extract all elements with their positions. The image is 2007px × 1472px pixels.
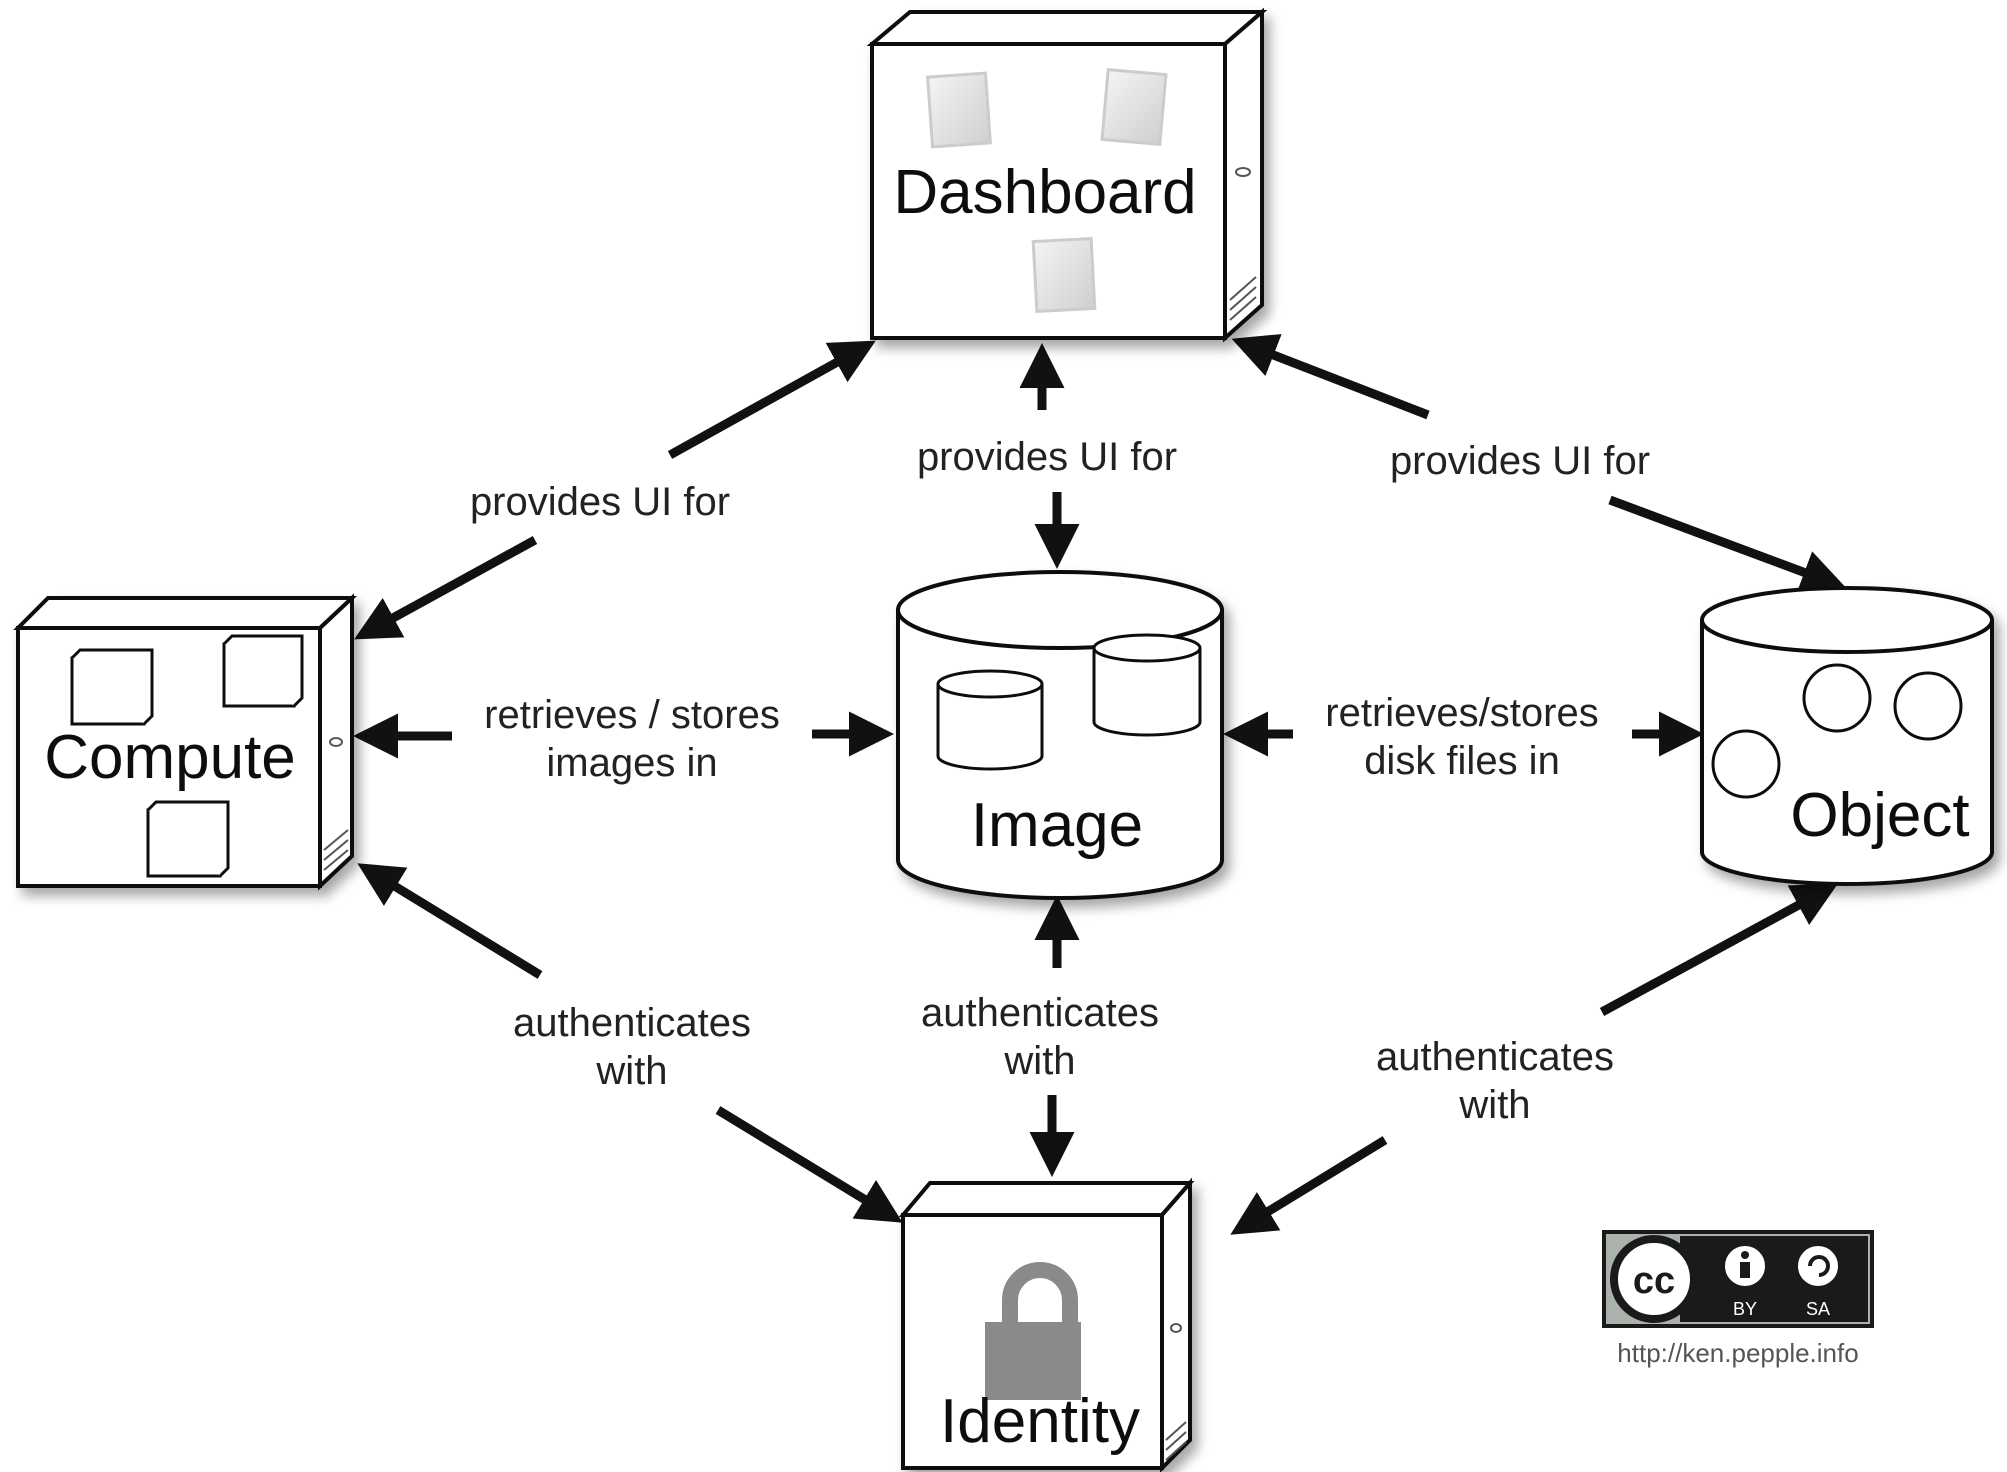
cube-icon [70, 634, 304, 878]
circle-icon [1711, 663, 1963, 799]
cylinder-top [1700, 586, 1994, 654]
node-label-object: Object [1790, 781, 1969, 850]
edge-label-object-image-line2: disk files in [1364, 739, 1560, 783]
edges [353, 334, 1847, 1235]
edge-label-compute-image-line2: images in [546, 741, 717, 785]
edge-label-image-identity-line2: with [1003, 1039, 1075, 1083]
server-button [329, 737, 343, 747]
badge-strip [1690, 1296, 1864, 1318]
small-cylinder-icon [936, 633, 1202, 771]
share-alike-arrow [1808, 1255, 1830, 1277]
node-dashboard: Dashboard [866, 7, 1268, 343]
arrow-dashboard-compute-upper [667, 340, 876, 459]
node-label-dashboard: Dashboard [893, 158, 1196, 227]
edge-label-object-image-line1: retrieves/stores [1325, 691, 1598, 735]
server-top [898, 1181, 1195, 1217]
node-image: Image [896, 570, 1224, 900]
server-top [13, 596, 358, 630]
edge-label-object-identity-line2: with [1458, 1083, 1530, 1127]
author-url[interactable]: http://ken.pepple.info [1617, 1338, 1858, 1368]
node-identity: Identity [898, 1177, 1195, 1472]
edge-label-dashboard-object: provides UI for [1390, 439, 1650, 483]
padlock-icon [985, 1262, 1081, 1400]
edge-label-dashboard-compute: provides UI for [470, 480, 730, 524]
server-top [866, 10, 1268, 46]
attribution-body [1740, 1262, 1750, 1278]
server-vents [1229, 276, 1257, 321]
arrow-dashboard-object-lower [1608, 495, 1847, 594]
cc-logo-icon [1610, 1235, 1698, 1323]
circle-icon [1711, 729, 1781, 799]
node-label-compute: Compute [44, 723, 296, 792]
page-icon [1031, 236, 1097, 314]
document-pages-icon [926, 67, 1168, 314]
badge-sa-text: SA [1806, 1299, 1830, 1319]
edge-label-image-identity-line1: authenticates [921, 991, 1159, 1035]
server-side [318, 593, 354, 891]
arrow-dashboard-compute-lower [354, 536, 538, 640]
circle-icon [1802, 663, 1872, 733]
server-side [1160, 1177, 1192, 1472]
server-vents [323, 829, 349, 871]
circle-icon [1893, 671, 1963, 741]
node-label-image: Image [971, 791, 1143, 860]
arrow-object-identity-lower [1230, 1136, 1388, 1235]
cc-license-badge: cc BY SA http://ken.pepple.info [1602, 1230, 1874, 1368]
cc-logo-text: cc [1633, 1260, 1675, 1302]
arrow-object-identity-upper [1599, 883, 1838, 1016]
node-compute: Compute [13, 593, 358, 891]
node-object: Object [1700, 586, 1994, 886]
cylinder-top [896, 570, 1224, 650]
badge-by-text: BY [1733, 1299, 1757, 1319]
page-icon [1100, 67, 1168, 147]
edge-labels: provides UI for provides UI for provides… [455, 428, 1670, 1127]
node-label-identity: Identity [940, 1387, 1140, 1456]
attribution-head [1741, 1251, 1749, 1259]
edge-label-dashboard-image: provides UI for [917, 435, 1177, 479]
edge-label-compute-identity-line1: authenticates [513, 1001, 751, 1045]
edge-label-object-identity-line1: authenticates [1376, 1035, 1614, 1079]
edge-label-compute-identity-line2: with [595, 1049, 667, 1093]
arrow-compute-identity-upper [357, 863, 543, 979]
arrow-dashboard-object-upper [1231, 334, 1430, 420]
arrow-compute-identity-lower [715, 1106, 903, 1223]
server-button [1235, 167, 1251, 177]
edge-label-compute-image-line1: retrieves / stores [484, 693, 780, 737]
server-vents [1165, 1421, 1187, 1461]
server-button [1170, 1323, 1182, 1333]
page-icon [926, 71, 992, 149]
share-alike-icon [1794, 1242, 1842, 1290]
